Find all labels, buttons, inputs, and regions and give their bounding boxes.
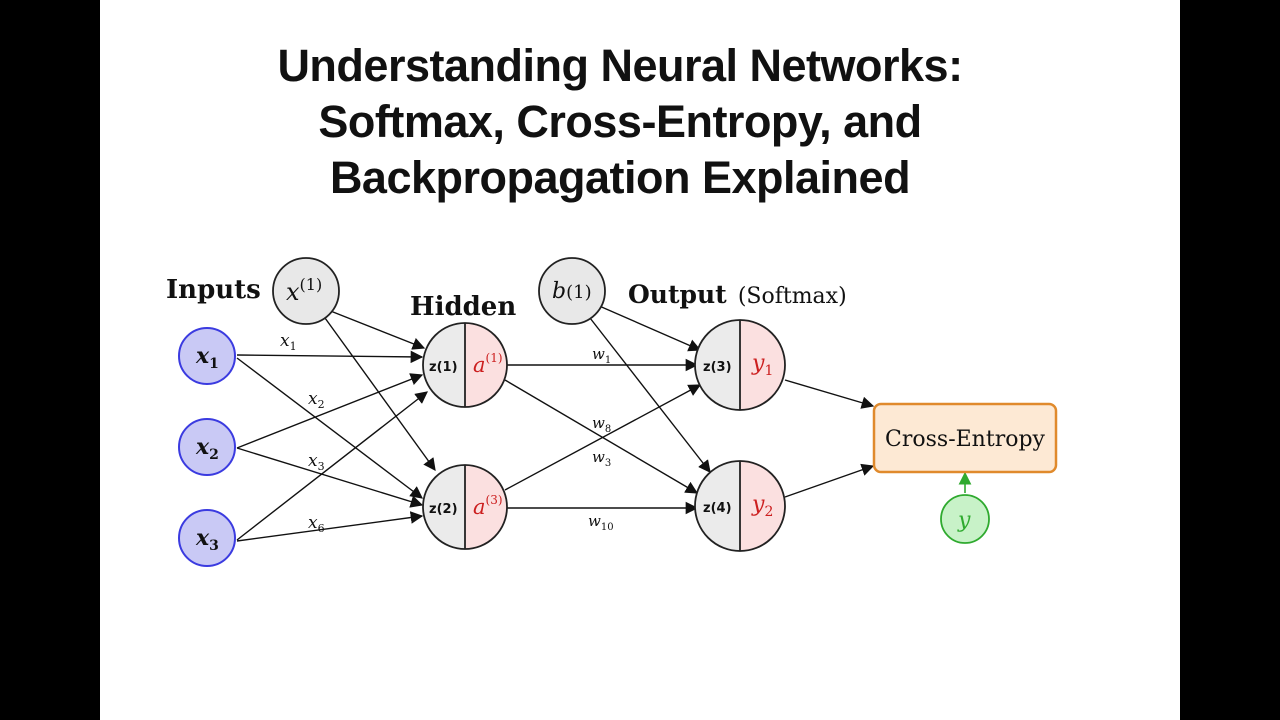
edge-h2-o1 (504, 384, 702, 491)
svg-text:z(3): z(3) (703, 360, 732, 375)
bias-in-sup: (1) (300, 275, 323, 294)
svg-text:x2: x2 (195, 434, 219, 463)
edge-x3-h1 (236, 391, 428, 541)
output-node-1: z(3) y1 (694, 319, 786, 411)
h1-a-base: a (473, 353, 486, 377)
o2-y-base: y (751, 492, 765, 517)
o1-y-base: y (751, 351, 765, 376)
h1-z-base: z (429, 360, 437, 375)
edge-o2-loss (784, 463, 875, 498)
o2-y-sub: 2 (764, 504, 773, 520)
cross-entropy-label: Cross-Entropy (885, 427, 1046, 452)
neural-network-diagram: Inputs Hidden Output (Softmax) x1 x2 x3 (166, 257, 1058, 567)
title-line-1: Understanding Neural Networks: (277, 40, 963, 91)
slide-title: Understanding Neural Networks: Softmax, … (100, 38, 1140, 206)
cross-entropy-box: Cross-Entropy (872, 402, 1058, 474)
x2-base: x (195, 434, 210, 460)
input-node-x2: x2 (178, 418, 236, 476)
edge-label-x3: x3 (308, 451, 325, 473)
h2-z-base: z (429, 502, 437, 517)
bias-hidden-base: b (552, 279, 566, 304)
svg-text:x(1): x(1) (286, 275, 322, 306)
hidden-node-1: z(1) a(1) (422, 322, 508, 408)
inputs-label: Inputs (166, 275, 261, 305)
x2-sub: 2 (209, 447, 219, 463)
svg-text:b(1): b(1) (552, 279, 592, 304)
bias-node-hidden: b(1) (538, 257, 606, 325)
bias-hidden-paren: (1) (566, 282, 592, 303)
o2-z-base: z (703, 501, 711, 516)
h2-a-sup: (3) (486, 493, 503, 507)
h2-a-base: a (473, 495, 486, 519)
output-label: Output (Softmax) (628, 280, 847, 309)
o2-z-paren: (4) (711, 501, 732, 516)
x3-sub: 3 (209, 538, 219, 554)
x1-base: x (195, 343, 210, 369)
svg-text:a(3): a(3) (473, 493, 503, 519)
title-line-3: Backpropagation Explained (329, 152, 911, 203)
x3-base: x (195, 525, 210, 551)
edge-label-x6: x6 (308, 513, 325, 535)
target-node-y: y (940, 494, 990, 544)
svg-text:y2: y2 (751, 492, 773, 520)
h2-z-paren: (2) (437, 502, 458, 517)
target-y-label: y (957, 508, 971, 533)
edge-x2-h1 (236, 373, 424, 449)
hidden-node-2: z(2) a(3) (422, 464, 508, 550)
svg-text:z(1): z(1) (429, 360, 458, 375)
o1-z-base: z (703, 360, 711, 375)
x1-sub: 1 (209, 356, 219, 372)
o1-z-paren: (3) (711, 360, 732, 375)
bias-node-input: x(1) (272, 257, 340, 325)
edge-o1-loss (784, 379, 875, 409)
bias-in-base: x (286, 278, 300, 306)
edge-b-o1 (596, 304, 702, 352)
edge-label-w10: w10 (588, 512, 614, 533)
edge-b-o2 (589, 317, 711, 473)
edge-label-w3: w3 (592, 448, 611, 469)
input-node-x1: x1 (178, 327, 236, 385)
edge-x1-h2 (236, 357, 424, 499)
hidden-label: Hidden (410, 292, 516, 322)
edge-bias-h2 (324, 317, 436, 472)
edge-x2-h2 (236, 447, 424, 508)
edge-x3-h2 (236, 511, 424, 542)
svg-text:a(1): a(1) (473, 351, 503, 377)
svg-text:x1: x1 (195, 343, 219, 372)
h1-a-sup: (1) (486, 351, 503, 365)
svg-text:y1: y1 (751, 351, 773, 379)
svg-text:z(2): z(2) (429, 502, 458, 517)
h1-z-paren: (1) (437, 360, 458, 375)
edge-labels: x1 x2 x3 x6 w1 w8 w3 w10 (280, 331, 614, 535)
edge-label-w1: w1 (592, 345, 611, 366)
output-label-sub: (Softmax) (738, 284, 847, 309)
edge-label-x1: x1 (280, 331, 297, 353)
edge-label-w8: w8 (592, 414, 611, 435)
edge-x1-h1 (236, 350, 424, 364)
output-node-2: z(4) y2 (694, 460, 786, 552)
o1-y-sub: 1 (764, 363, 773, 379)
edge-bias-h1 (327, 309, 426, 350)
edge-h1-o2 (504, 379, 699, 494)
svg-text:x3: x3 (195, 525, 219, 554)
edges (236, 304, 875, 542)
svg-text:z(4): z(4) (703, 501, 732, 516)
title-line-2: Softmax, Cross-Entropy, and (318, 96, 922, 147)
slide: Understanding Neural Networks: Softmax, … (100, 0, 1180, 720)
output-label-main: Output (628, 280, 727, 309)
input-node-x3: x3 (178, 509, 236, 567)
edge-label-x2: x2 (308, 389, 325, 411)
